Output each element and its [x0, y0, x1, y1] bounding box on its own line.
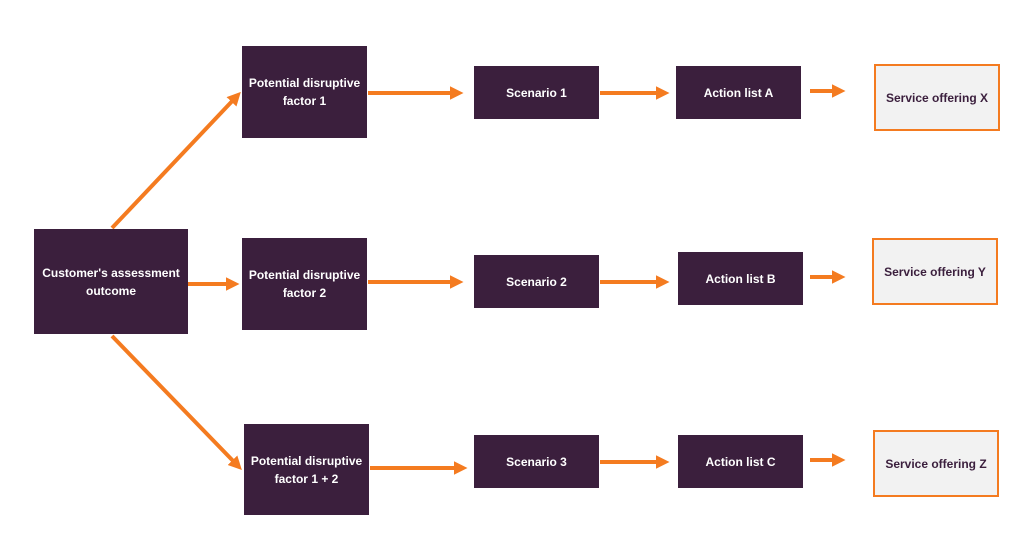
service-offering-node-x: Service offering X	[874, 64, 1000, 131]
arrow-root-to-factor-1	[110, 91, 241, 230]
scenario-node-2: Scenario 2	[474, 255, 599, 308]
action-list-node-b: Action list B	[678, 252, 803, 305]
arrow-root-to-factor-3	[110, 334, 242, 471]
action-list-node-a: Action list A	[676, 66, 801, 119]
root-node-customers-assessment: Customer's assessment outcome	[34, 229, 188, 334]
scenario-node-1: Scenario 1	[474, 66, 599, 119]
action-list-node-c: Action list C	[678, 435, 803, 488]
factor-node-1: Potential disruptive factor 1	[242, 46, 367, 138]
service-offering-node-y: Service offering Y	[872, 238, 998, 305]
factor-node-3: Potential disruptive factor 1 + 2	[244, 424, 369, 515]
service-offering-node-z: Service offering Z	[873, 430, 999, 497]
factor-node-2: Potential disruptive factor 2	[242, 238, 367, 330]
scenario-node-3: Scenario 3	[474, 435, 599, 488]
